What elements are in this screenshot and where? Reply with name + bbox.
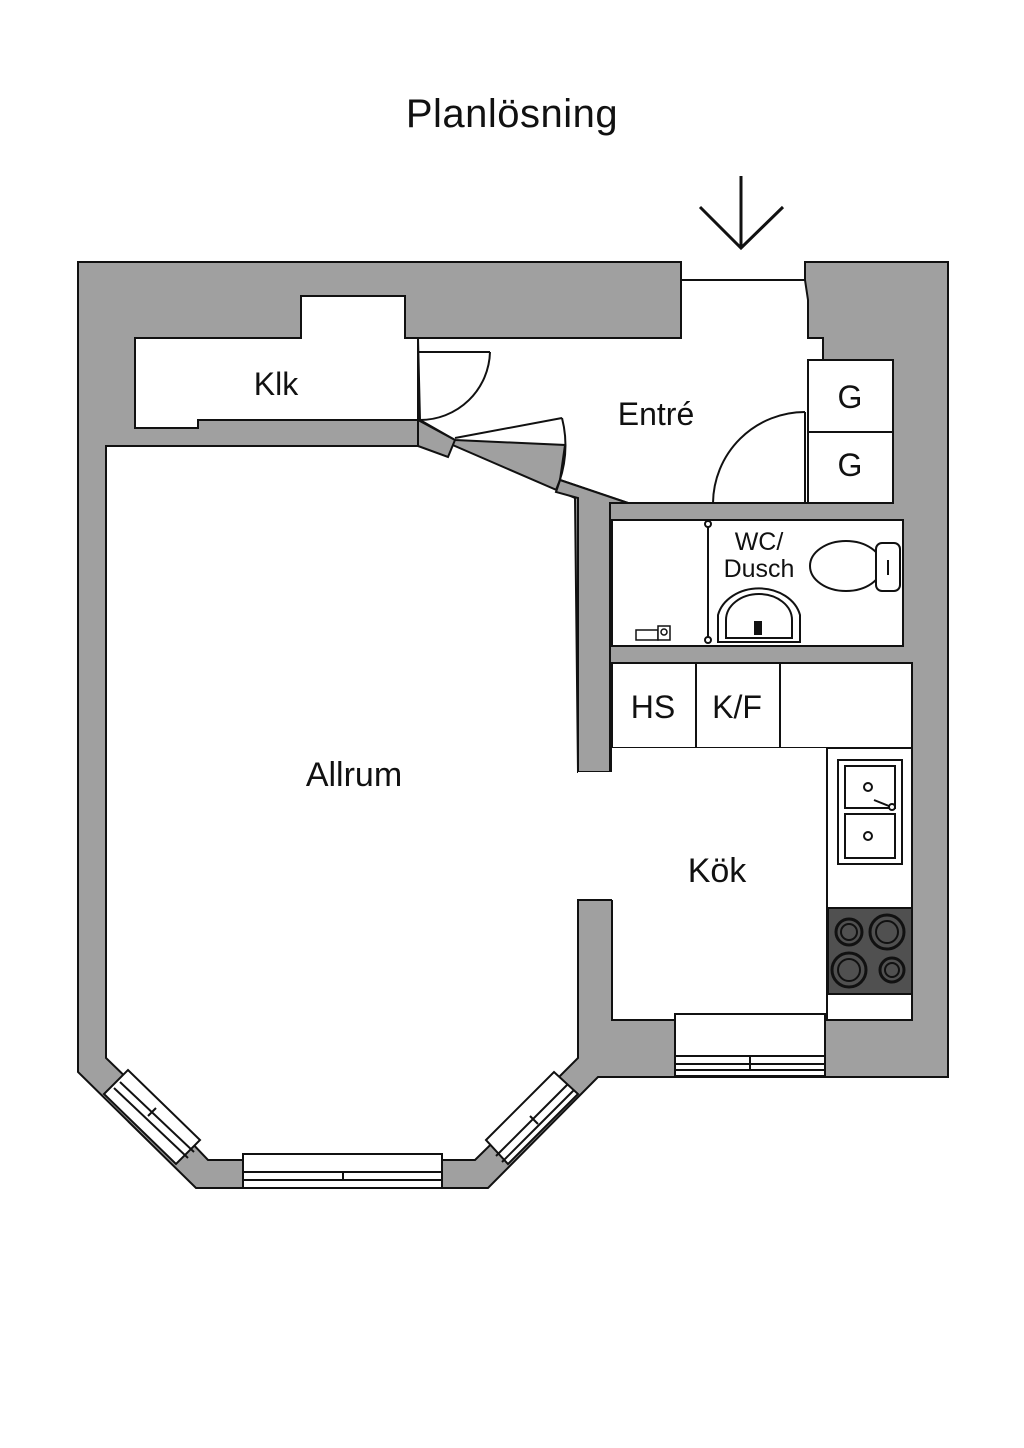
klk-wall-stub bbox=[417, 418, 457, 459]
entrance-arrow-icon bbox=[698, 176, 785, 251]
klk-door bbox=[418, 351, 491, 421]
label-entre: Entré bbox=[618, 396, 694, 432]
klk-floor bbox=[134, 295, 419, 429]
shower-curtain bbox=[704, 520, 712, 644]
entre-floor bbox=[416, 279, 824, 504]
label-hs: HS bbox=[631, 689, 675, 725]
label-klk: Klk bbox=[254, 366, 299, 402]
label-kok: Kök bbox=[688, 852, 748, 890]
washbasin-icon bbox=[717, 587, 801, 643]
kitchen-window bbox=[674, 1013, 826, 1077]
kok-floor bbox=[578, 748, 827, 1020]
sink-icon bbox=[837, 759, 903, 865]
label-kf: K/F bbox=[712, 689, 762, 725]
bay-window-left bbox=[102, 1068, 202, 1166]
label-wc-line1: WC/ bbox=[735, 528, 784, 556]
label-g2: G bbox=[838, 447, 863, 483]
wardrobe-g1 bbox=[807, 359, 894, 433]
shower-fixture-icon bbox=[635, 625, 671, 641]
label-g1: G bbox=[838, 379, 863, 415]
allrum-door bbox=[454, 417, 567, 491]
stove-icon bbox=[827, 907, 913, 995]
label-allrum: Allrum bbox=[306, 756, 402, 794]
entrance-opening bbox=[682, 263, 804, 283]
toilet-icon bbox=[809, 540, 901, 592]
bay-window-center bbox=[242, 1153, 443, 1189]
wc-door bbox=[712, 411, 806, 504]
page-title: Planlösning bbox=[405, 92, 619, 136]
wardrobe-g2 bbox=[807, 431, 894, 504]
bay-window-right bbox=[484, 1070, 580, 1166]
closet-kf bbox=[695, 662, 781, 749]
label-wc-line2: Dusch bbox=[724, 555, 795, 583]
